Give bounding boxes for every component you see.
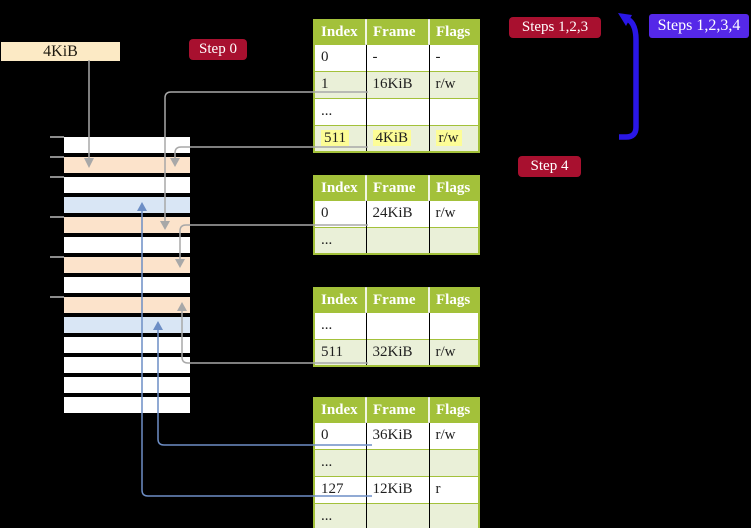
cell-index: 511 (314, 124, 366, 152)
column-header-flags: Flags (428, 398, 479, 422)
memory-row-peach (64, 157, 190, 173)
column-header-flags: Flags (428, 288, 479, 312)
cell-flags: r/w (428, 70, 479, 98)
table-row: ... (314, 448, 479, 476)
cell-index: ... (314, 502, 366, 528)
cell-flags: r/w (428, 199, 479, 227)
cell-flags (428, 502, 479, 528)
cell-flags (428, 226, 479, 254)
memory-row-white (64, 357, 190, 373)
frame-4kib-box: 4KiB (1, 42, 120, 61)
memory-row-blue (64, 197, 190, 213)
cell-frame: 32KiB (365, 338, 429, 366)
memory-row-white (64, 237, 190, 253)
cell-flags: r (428, 475, 479, 503)
cell-frame (365, 502, 429, 528)
memory-row-white (64, 377, 190, 393)
page-table-1: Index Frame Flags 0 - - 1 16KiB r/w ... … (313, 19, 480, 153)
table-row: ... (314, 502, 479, 528)
cell-frame: 24KiB (365, 199, 429, 227)
table-row: ... (314, 226, 479, 254)
memory-row-peach (64, 217, 190, 233)
page-table-3: Index Frame Flags ... 511 32KiB r/w (313, 287, 480, 367)
arrow-steps-bracket (618, 13, 639, 140)
address-tick (50, 296, 64, 298)
table-row: 511 32KiB r/w (314, 338, 479, 366)
table-row: 0 24KiB r/w (314, 199, 479, 227)
cell-frame: 16KiB (365, 70, 429, 98)
table-row: ... (314, 97, 479, 125)
memory-row-white (64, 137, 190, 153)
column-header-index: Index (314, 398, 366, 422)
badge-steps-1234: Steps 1,2,3,4 (649, 14, 749, 38)
frame-4kib-label: 4KiB (43, 42, 78, 60)
page-table-4: Index Frame Flags 0 36KiB r/w ... 127 12… (313, 397, 480, 528)
address-tick (50, 216, 64, 218)
address-tick (50, 136, 64, 138)
cell-index: 127 (314, 475, 366, 503)
table-header-row: Index Frame Flags (314, 288, 479, 312)
cell-frame: 36KiB (365, 421, 429, 449)
table-header-row: Index Frame Flags (314, 20, 479, 44)
highlighted-value: r/w (435, 129, 462, 146)
memory-row-white (64, 397, 190, 413)
page-table-2: Index Frame Flags 0 24KiB r/w ... (313, 175, 480, 255)
address-tick (50, 176, 64, 178)
address-tick (50, 156, 64, 158)
cell-index: ... (314, 97, 366, 125)
cell-frame: 12KiB (365, 475, 429, 503)
column-header-frame: Frame (365, 20, 429, 44)
cell-index: 1 (314, 70, 366, 98)
table-header-row: Index Frame Flags (314, 398, 479, 422)
memory-stack (64, 137, 190, 417)
memory-row-white (64, 337, 190, 353)
memory-row-blue (64, 317, 190, 333)
cell-index: 0 (314, 43, 366, 71)
table-row: 0 - - (314, 43, 479, 71)
table-row: ... (314, 311, 479, 339)
column-header-frame: Frame (365, 398, 429, 422)
memory-row-white (64, 277, 190, 293)
highlighted-value: 511 (321, 129, 349, 146)
cell-flags: r/w (428, 124, 479, 152)
cell-flags: r/w (428, 338, 479, 366)
cell-frame (365, 226, 429, 254)
cell-index: ... (314, 448, 366, 476)
cell-index: 511 (314, 338, 366, 366)
cell-flags (428, 311, 479, 339)
column-header-flags: Flags (428, 176, 479, 200)
memory-row-peach (64, 257, 190, 273)
cell-index: ... (314, 311, 366, 339)
cell-index: 0 (314, 421, 366, 449)
column-header-index: Index (314, 20, 366, 44)
table-row: 127 12KiB r (314, 475, 479, 503)
table-header-row: Index Frame Flags (314, 176, 479, 200)
cell-flags (428, 448, 479, 476)
badge-step-0: Step 0 (189, 39, 247, 60)
column-header-frame: Frame (365, 176, 429, 200)
badge-steps-123: Steps 1,2,3 (509, 17, 601, 38)
cell-frame (365, 311, 429, 339)
highlighted-value: 4KiB (372, 129, 412, 146)
memory-row-white (64, 177, 190, 193)
cell-frame (365, 97, 429, 125)
memory-row-peach (64, 297, 190, 313)
cell-flags (428, 97, 479, 125)
table-row: 0 36KiB r/w (314, 421, 479, 449)
cell-flags: - (428, 43, 479, 71)
cell-index: 0 (314, 199, 366, 227)
column-header-flags: Flags (428, 20, 479, 44)
cell-frame: - (365, 43, 429, 71)
badge-step-4: Step 4 (518, 156, 581, 177)
column-header-index: Index (314, 288, 366, 312)
cell-frame (365, 448, 429, 476)
table-row: 1 16KiB r/w (314, 70, 479, 98)
column-header-frame: Frame (365, 288, 429, 312)
cell-index: ... (314, 226, 366, 254)
address-tick (50, 256, 64, 258)
cell-frame: 4KiB (365, 124, 429, 152)
cell-flags: r/w (428, 421, 479, 449)
table-row-highlighted: 511 4KiB r/w (314, 124, 479, 152)
column-header-index: Index (314, 176, 366, 200)
